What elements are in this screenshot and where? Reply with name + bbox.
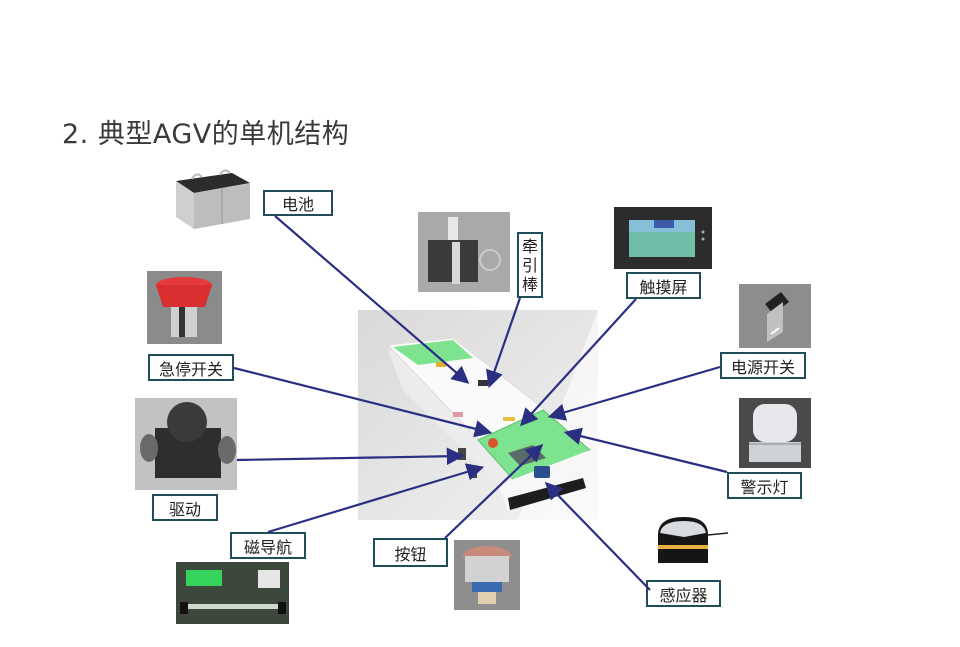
- warning-light-photo: [739, 398, 811, 468]
- tow-bar-char-3: 棒: [521, 274, 538, 294]
- magnetic-sensor-photo: [176, 562, 289, 624]
- tow-bar-char-2: 引: [521, 255, 538, 275]
- label-warning-light: 警示灯: [727, 472, 802, 499]
- tow-bar-photo: [418, 212, 510, 292]
- power-switch-photo: [739, 284, 811, 348]
- label-button: 按钮: [373, 538, 448, 567]
- tow-bar-char-1: 牵: [521, 236, 538, 256]
- label-magnetic-nav: 磁导航: [230, 532, 306, 559]
- label-emergency-stop: 急停开关: [148, 354, 234, 381]
- label-touchscreen: 触摸屏: [626, 272, 701, 299]
- touchscreen-photo: [614, 207, 712, 269]
- obstacle-sensor-photo: [650, 513, 730, 579]
- page-title: 2. 典型AGV的单机结构: [62, 119, 350, 150]
- battery-photo: [172, 167, 254, 233]
- label-power-switch: 电源开关: [720, 352, 806, 379]
- drive-unit-photo: [135, 398, 237, 490]
- agv-vehicle-image: [358, 310, 598, 520]
- label-tow-bar: 牵 引 棒: [517, 232, 543, 298]
- label-sensor: 感应器: [646, 580, 721, 607]
- label-battery: 电池: [263, 190, 333, 216]
- push-button-photo: [454, 540, 520, 610]
- label-drive: 驱动: [152, 494, 218, 521]
- emergency-stop-photo: [147, 271, 222, 344]
